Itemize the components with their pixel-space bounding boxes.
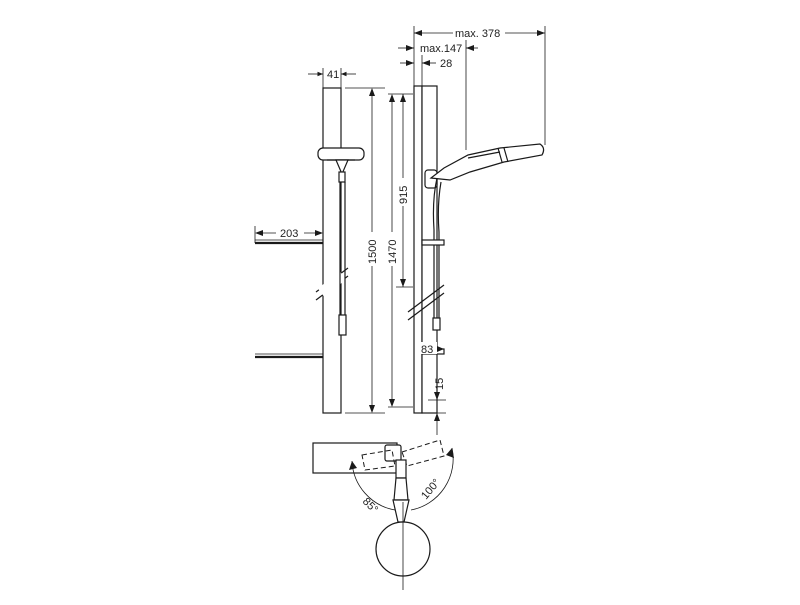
- front-view: 41 203: [254, 68, 365, 414]
- rotation-position-left: [361, 449, 396, 471]
- top-view: 85° 100°: [312, 439, 454, 590]
- side-hand-shower: [429, 143, 545, 181]
- dim-203: 203: [280, 228, 298, 240]
- front-rail: [322, 87, 342, 414]
- dim-41: 41: [327, 69, 339, 81]
- angle-100: 100°: [419, 477, 443, 502]
- dim-max-378: max. 378: [455, 28, 500, 40]
- side-soap-dish: [421, 239, 445, 246]
- dim-1470: 1470: [387, 240, 399, 264]
- front-hand-shower: [317, 147, 365, 336]
- dim-915: 915: [398, 186, 410, 204]
- angle-85: 85°: [360, 496, 380, 516]
- dim-83: 83: [421, 344, 433, 356]
- dim-max-147: max.147: [420, 43, 462, 55]
- dim-28: 28: [440, 58, 452, 70]
- rotation-position-right: [401, 439, 445, 467]
- dim-15: 15: [434, 378, 446, 390]
- side-view: 1500 1470 915 max. 378 max.147: [345, 26, 546, 435]
- side-rail: [413, 85, 423, 414]
- dim-1500: 1500: [367, 240, 379, 264]
